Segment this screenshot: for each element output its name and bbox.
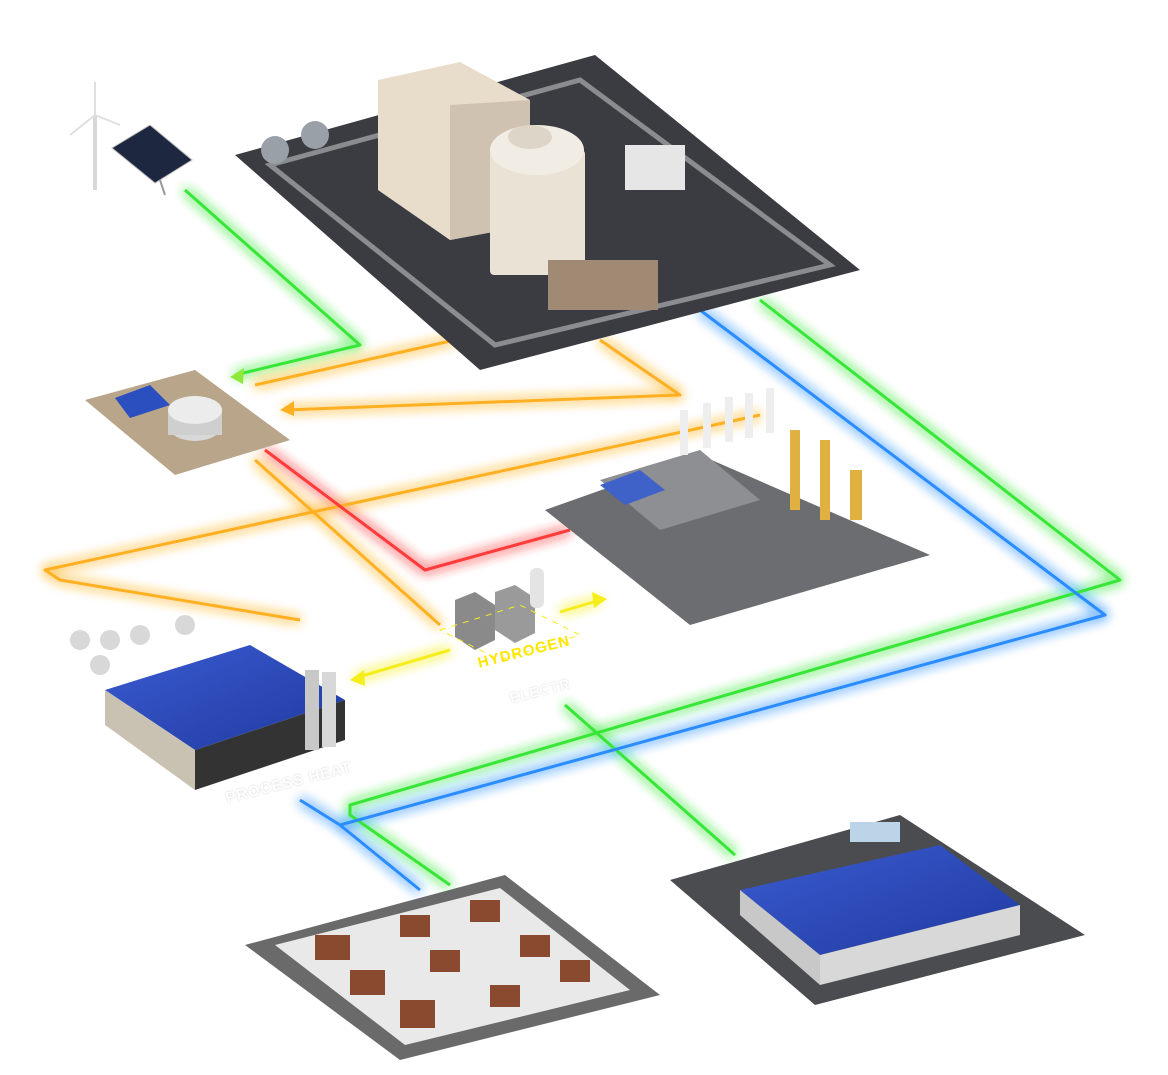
flow-line-green-grid <box>348 298 1122 887</box>
flow-line-red <box>264 448 571 572</box>
arrow-icons <box>230 368 607 686</box>
flow-line-blue <box>299 308 1107 827</box>
nuclear-plant <box>235 55 860 370</box>
flow-line-green-renewables <box>184 188 362 377</box>
arrow-icon <box>350 670 365 686</box>
flow-line-green-datacenter <box>564 703 736 857</box>
flow-line-orange-electrolysis <box>254 458 441 627</box>
flow-line-orange-storage2 <box>254 338 456 387</box>
solar-panel <box>111 124 193 196</box>
industrial-plant <box>545 388 930 625</box>
flow-line-yellow-left <box>354 648 451 680</box>
arrow-icon <box>280 401 294 416</box>
process-heat-plant <box>70 615 345 790</box>
flow-line-orange-storage <box>284 338 682 412</box>
arrow-icon <box>592 592 607 608</box>
electrolyzer-units <box>438 568 582 661</box>
data-center <box>670 815 1085 1005</box>
residential-area <box>245 875 660 1060</box>
wind-turbine <box>69 82 121 190</box>
flow-line-blue-residential <box>339 823 421 892</box>
storage-facility <box>85 370 290 475</box>
arrow-icon <box>230 368 244 384</box>
flow-line-orange-heat <box>43 413 761 622</box>
